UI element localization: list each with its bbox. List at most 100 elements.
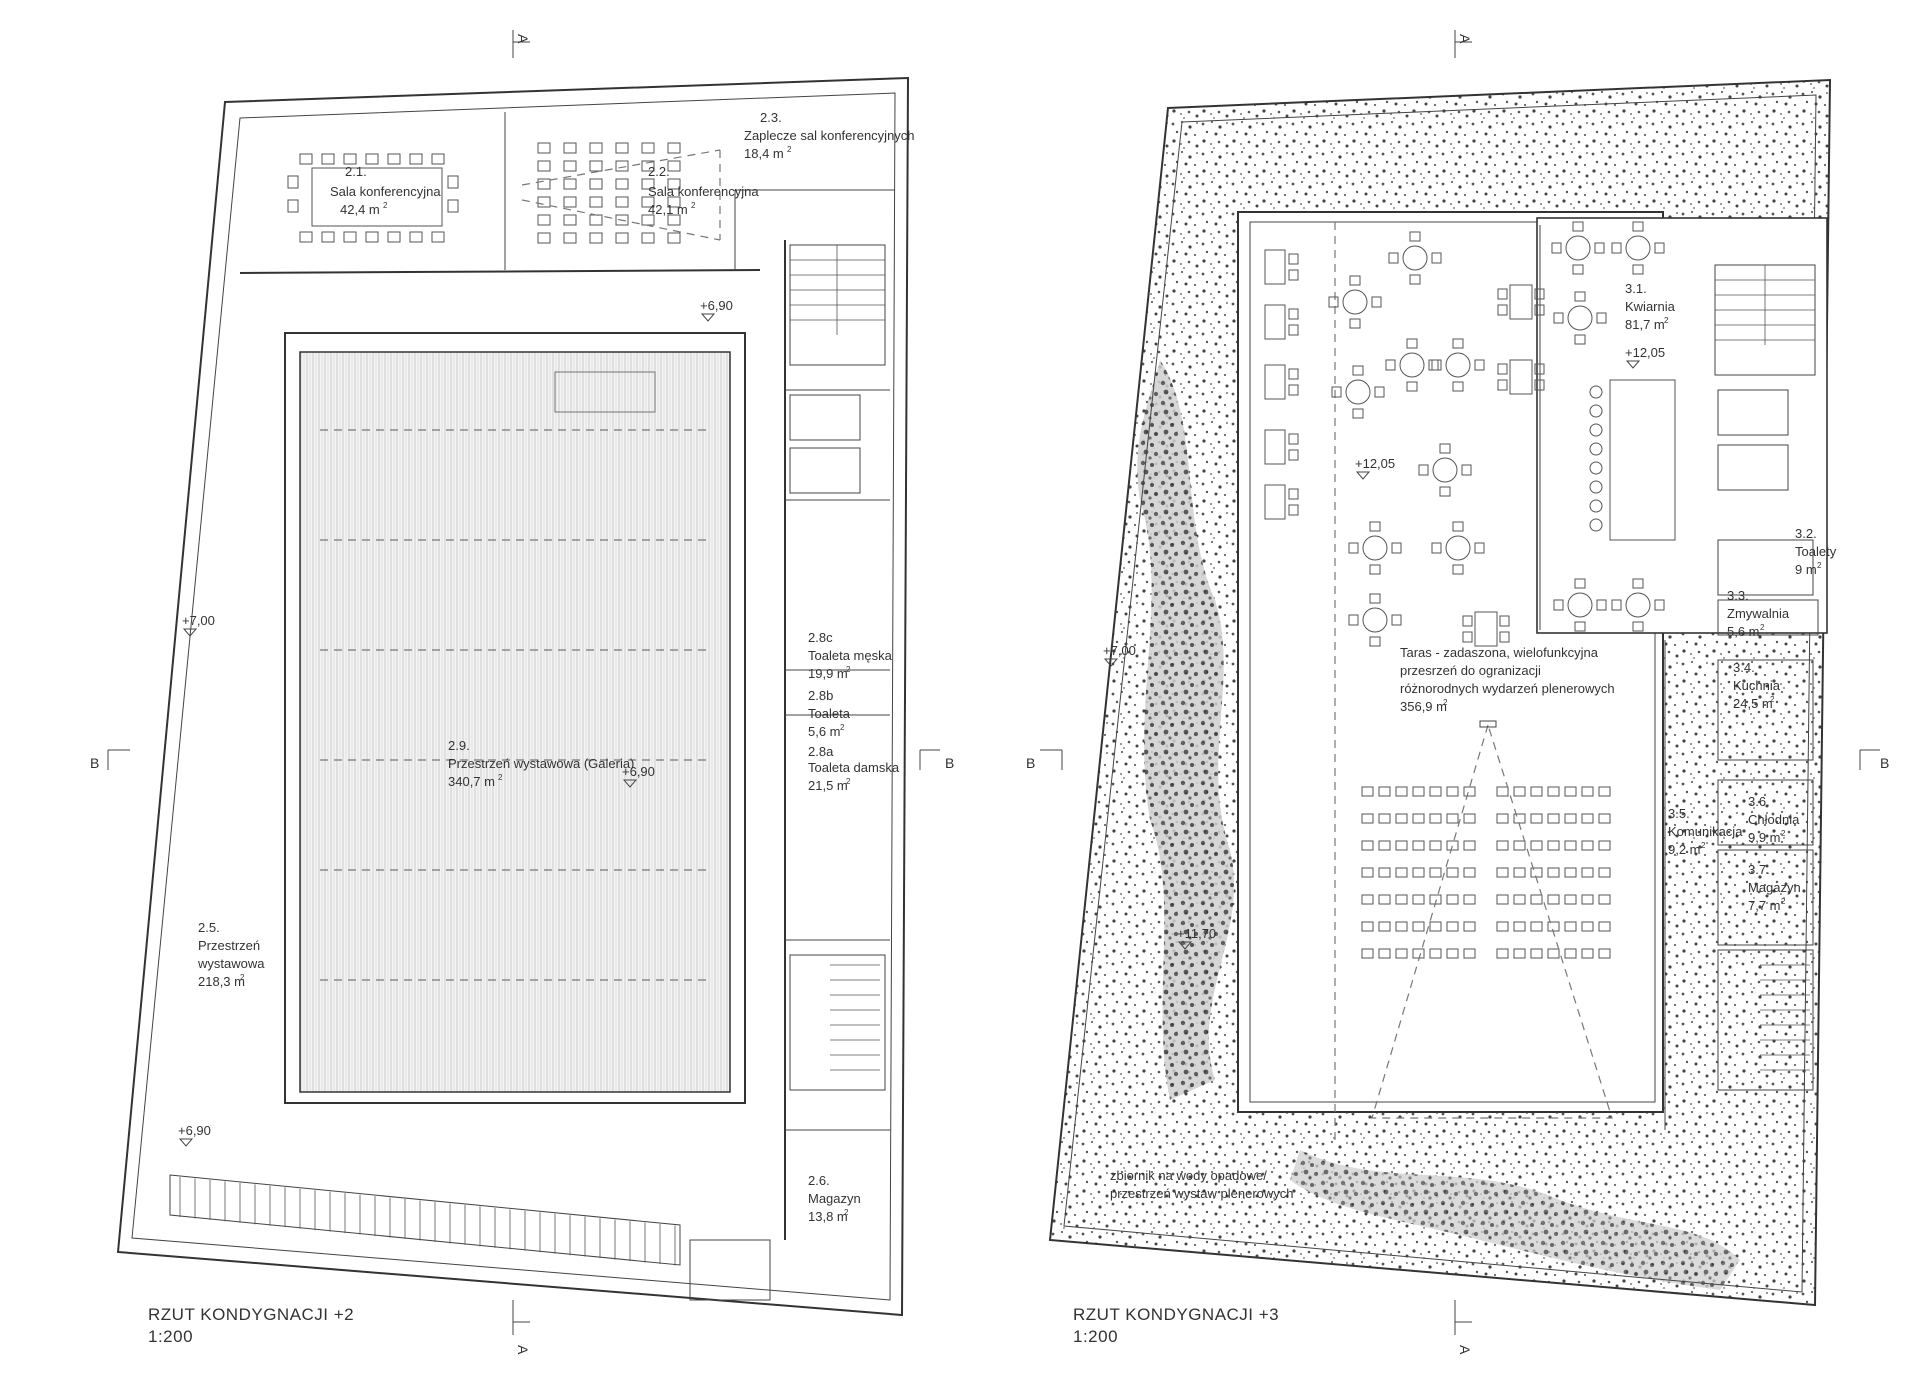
chair xyxy=(1574,578,1586,589)
svg-text:B: B xyxy=(1880,755,1889,771)
seat xyxy=(1547,786,1560,797)
seat xyxy=(1395,894,1408,905)
seat xyxy=(1496,948,1509,959)
chair xyxy=(1369,593,1381,604)
svg-text:2: 2 xyxy=(1817,561,1822,570)
round-table xyxy=(1565,235,1591,261)
seat xyxy=(1547,867,1560,878)
svg-text:18,4 m: 18,4 m xyxy=(744,146,784,161)
chair xyxy=(1452,338,1464,349)
chair xyxy=(537,214,551,226)
room-label-3-5: 3.5. Komunikacja 9,2 m 2 xyxy=(1668,806,1743,857)
svg-text:3.7.: 3.7. xyxy=(1748,862,1770,877)
chair xyxy=(615,196,629,208)
section-marker-a-bottom: A xyxy=(1454,1300,1473,1355)
room-label-2-6: 2.6. Magazyn 13,8 m 2 xyxy=(808,1173,861,1224)
seat xyxy=(1581,894,1594,905)
chair xyxy=(1288,324,1299,336)
svg-text:19,9 m: 19,9 m xyxy=(808,666,848,681)
svg-text:3.6.: 3.6. xyxy=(1748,794,1770,809)
bar-stool xyxy=(1589,385,1603,399)
plan-level-3: A A B B xyxy=(1026,30,1889,1355)
chair xyxy=(641,178,655,190)
seat xyxy=(1395,786,1408,797)
seat xyxy=(1412,948,1425,959)
chair xyxy=(563,214,577,226)
chair xyxy=(615,160,629,172)
chair xyxy=(1574,291,1586,302)
room-label-3-6: 3.6. Chłodnia 9,9 m 2 xyxy=(1748,794,1800,845)
round-table xyxy=(1399,352,1425,378)
chair xyxy=(641,142,655,154)
svg-text:340,7 m: 340,7 m xyxy=(448,774,495,789)
seat xyxy=(1547,894,1560,905)
service-strip-right xyxy=(1664,264,1819,1130)
chair xyxy=(1288,433,1299,445)
seat xyxy=(1513,840,1526,851)
chair xyxy=(1632,578,1644,589)
seat xyxy=(1429,813,1442,824)
chair xyxy=(667,214,681,226)
seat xyxy=(1378,948,1391,959)
chair xyxy=(1369,521,1381,532)
svg-text:2: 2 xyxy=(846,665,851,674)
chair xyxy=(1452,564,1464,575)
chair xyxy=(589,214,603,226)
seat xyxy=(1446,813,1459,824)
chair xyxy=(1654,599,1665,611)
chair xyxy=(667,142,681,154)
bar-stool xyxy=(1589,480,1603,494)
seat xyxy=(1530,786,1543,797)
seat xyxy=(1361,786,1374,797)
seat xyxy=(1513,921,1526,932)
seat xyxy=(1412,786,1425,797)
seat xyxy=(1564,921,1577,932)
level-mark: +6,90 xyxy=(622,764,655,788)
chair xyxy=(537,232,551,244)
chair xyxy=(641,232,655,244)
chair xyxy=(1369,564,1381,575)
seat xyxy=(1513,948,1526,959)
svg-text:przesrzeń do ogranizacji: przesrzeń do ogranizacji xyxy=(1400,663,1541,678)
svg-text:+12,05: +12,05 xyxy=(1625,345,1665,360)
chair xyxy=(1499,615,1510,627)
chair xyxy=(1369,636,1381,647)
chair xyxy=(1632,221,1644,232)
chair xyxy=(1452,381,1464,392)
chair xyxy=(1462,631,1473,643)
seat xyxy=(1530,948,1543,959)
round-table xyxy=(1625,592,1651,618)
table xyxy=(1264,364,1286,400)
seat xyxy=(1564,948,1577,959)
chair xyxy=(1288,384,1299,396)
seat xyxy=(1361,948,1374,959)
chair xyxy=(1497,304,1508,316)
room-label-3-1: 3.1. Kwiarnia 81,7 m 2 xyxy=(1625,281,1676,332)
chair xyxy=(1654,242,1665,254)
chair xyxy=(1288,504,1299,516)
bar-stool xyxy=(1589,499,1603,513)
svg-text:Sala konferencyjna: Sala konferencyjna xyxy=(648,184,759,199)
building-outline-inner xyxy=(1063,94,1817,1293)
svg-text:Przestrzeń: Przestrzeń xyxy=(198,938,260,953)
svg-text:2.3.: 2.3. xyxy=(760,110,782,125)
seat xyxy=(1395,867,1408,878)
level-mark: +6,90 xyxy=(178,1123,211,1147)
svg-text:wystawowa: wystawowa xyxy=(197,956,265,971)
plan-scale: 1:200 xyxy=(148,1327,193,1346)
seat xyxy=(1564,786,1577,797)
seat xyxy=(1513,894,1526,905)
chair xyxy=(667,232,681,244)
chair xyxy=(1632,621,1644,632)
seat xyxy=(1378,840,1391,851)
seat xyxy=(1496,921,1509,932)
svg-text:2.8b: 2.8b xyxy=(808,688,833,703)
svg-text:Chłodnia: Chłodnia xyxy=(1748,812,1800,827)
svg-text:21,5 m: 21,5 m xyxy=(808,778,848,793)
conference-chairs-grid xyxy=(537,142,681,244)
svg-text:2.2.: 2.2. xyxy=(648,164,670,179)
chair xyxy=(1431,252,1442,264)
table xyxy=(1264,249,1286,285)
svg-text:+7,00: +7,00 xyxy=(182,613,215,628)
level-mark: +12,05 xyxy=(1625,345,1665,369)
